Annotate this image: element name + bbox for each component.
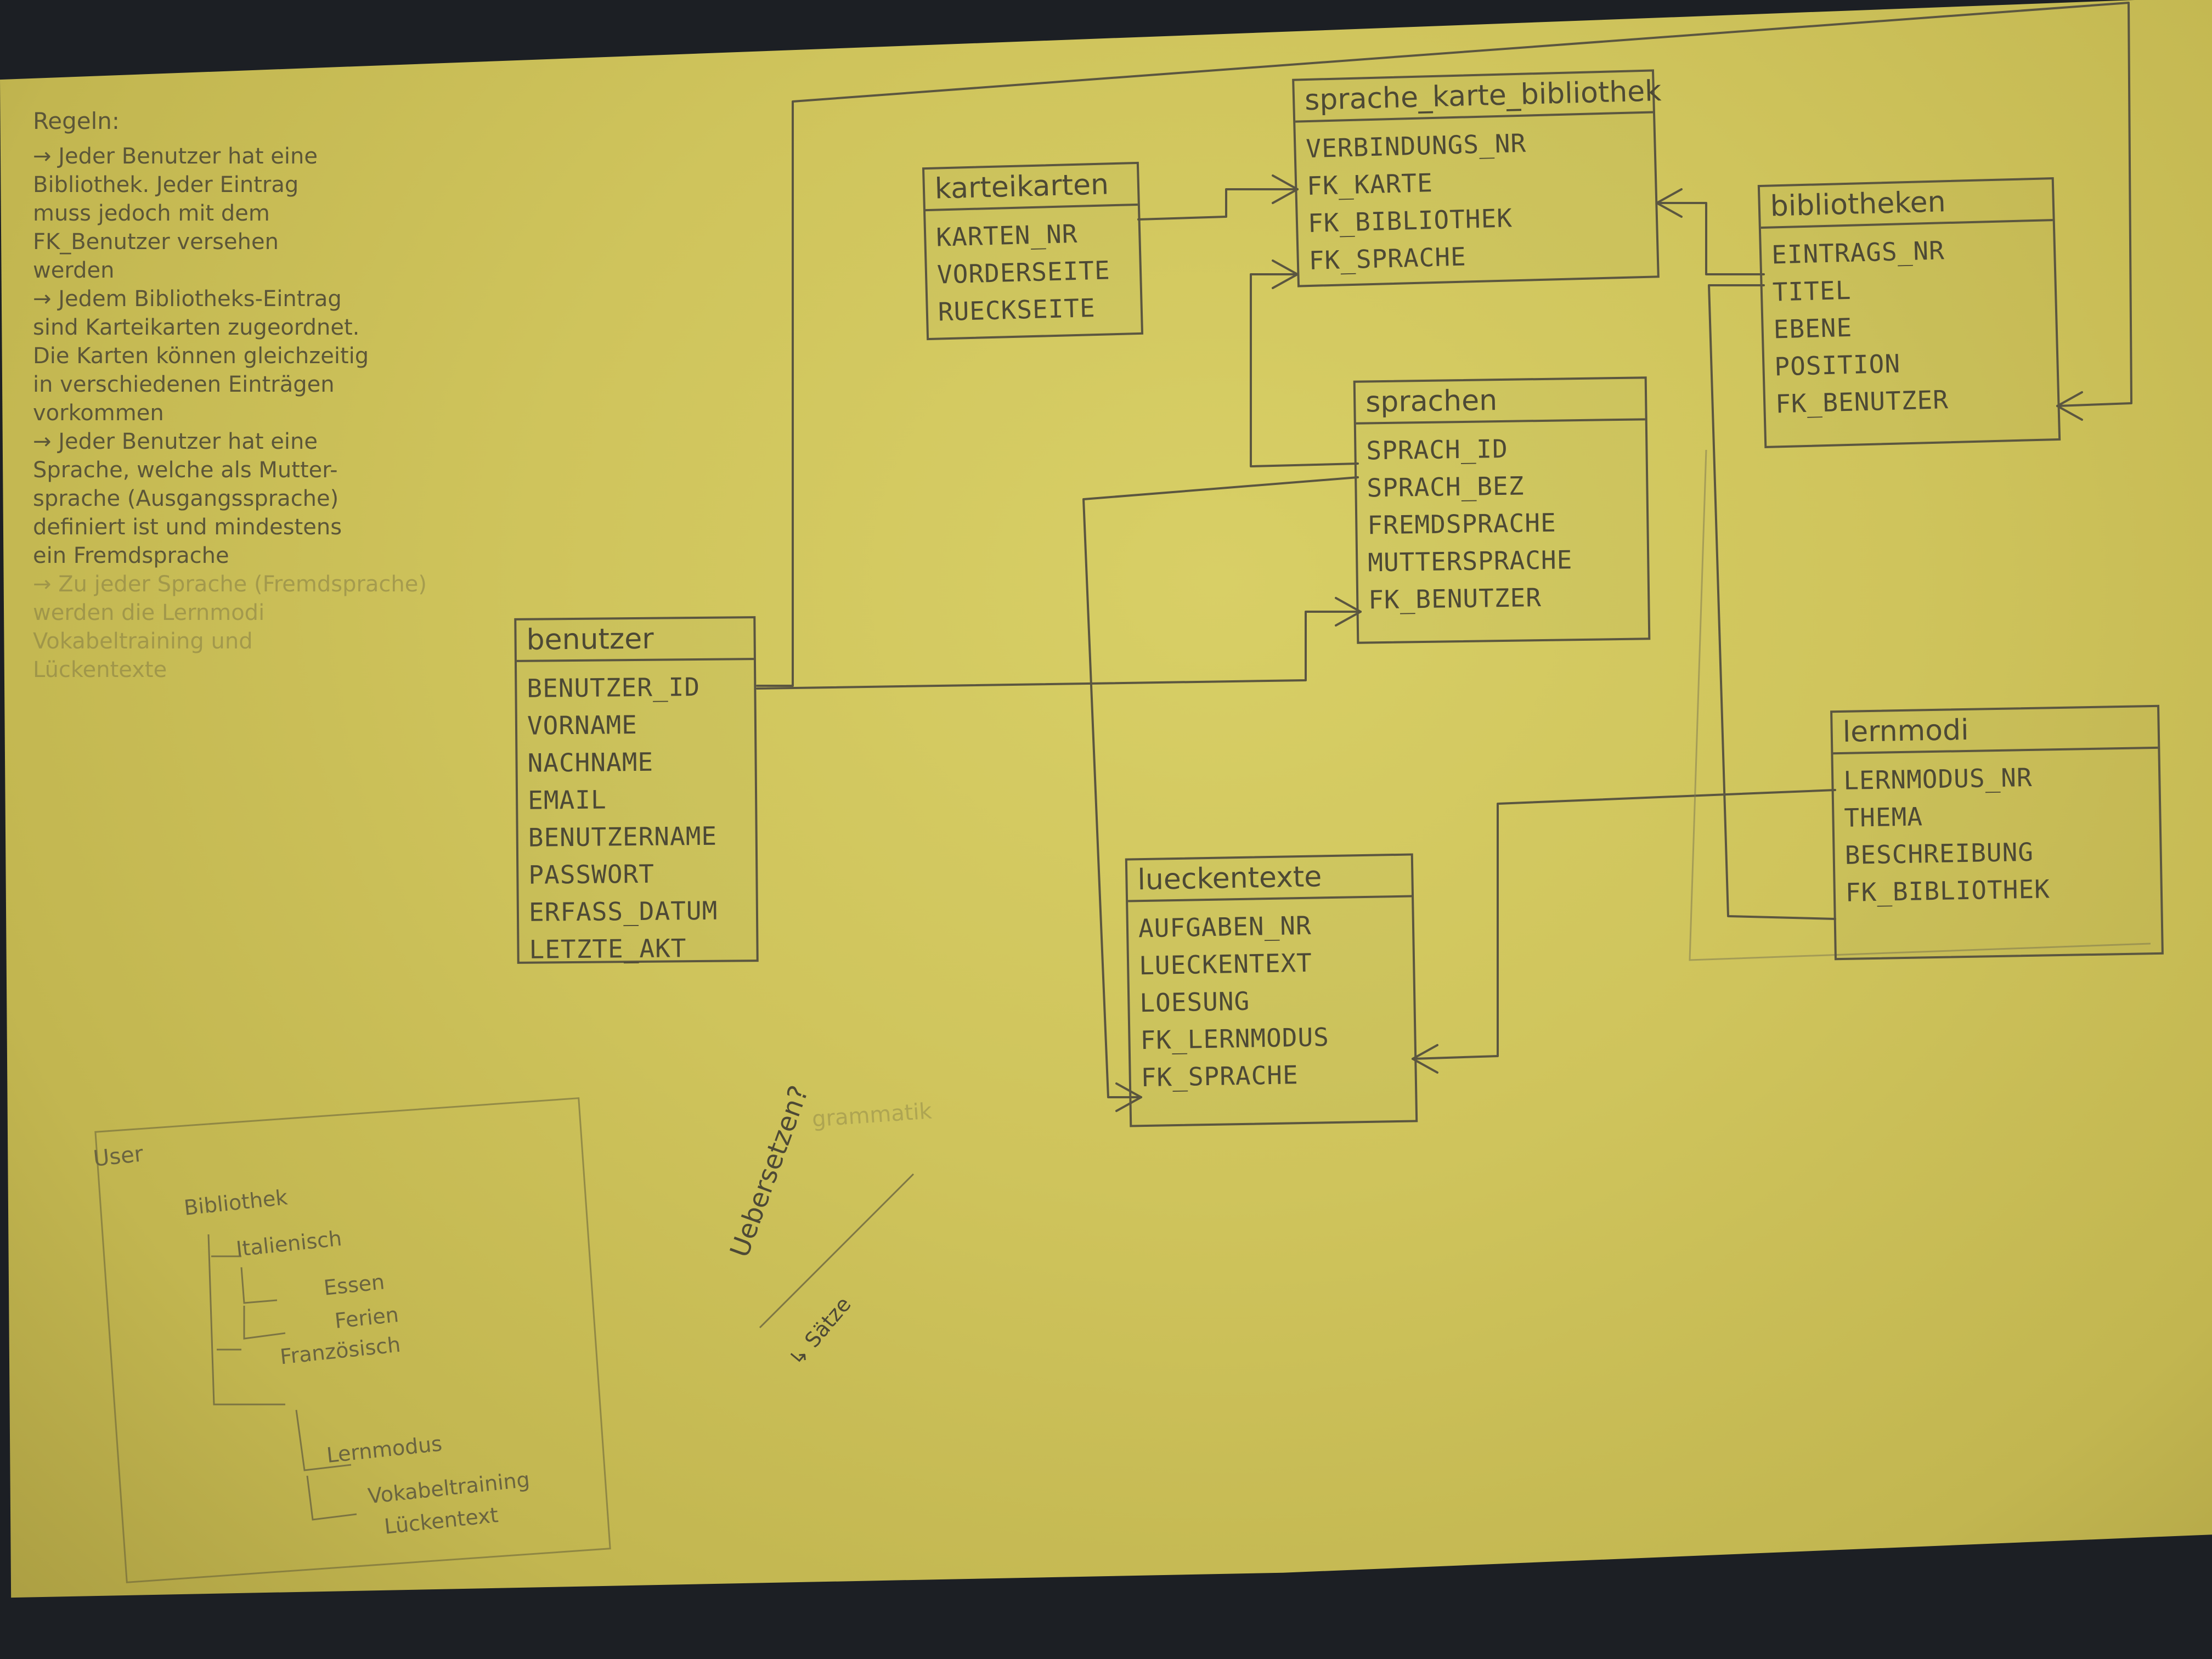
crowfoot-skb-fk-bibliothek (1656, 188, 1683, 218)
rel-skb-bibliotheken (1656, 202, 1765, 275)
crowfoot-sprachen-fk-benutzer (1335, 597, 1362, 627)
rel-bibliotheken-lernmodi (1708, 284, 1836, 920)
entity-title: bibliotheken (1759, 179, 2053, 229)
crowfoot-bibliotheken-fk-benutzer (2056, 391, 2083, 421)
crowfoot-skb-fk-karte (1272, 174, 1299, 204)
rule-line: Bibliothek. Jeder Eintrag (33, 172, 299, 198)
rule-line: Sprache, welche als Mutter- (33, 458, 338, 483)
entity-field: BENUTZER_ID (527, 672, 701, 703)
entity-benutzer: benutzer BENUTZER_ID VORNAME NACHNAME EM… (514, 616, 759, 964)
entity-field: VORNAME (527, 709, 638, 741)
entity-sprache-karte-bibliothek: sprache_karte_bibliothek VERBINDUNGS_NR … (1292, 69, 1662, 287)
rule-line-faded: → Zu jeder Sprache (Fremdsprache) (33, 572, 427, 597)
rule-line-faded: werden die Lernmodi (33, 600, 265, 625)
rel-sprachen-skb (1250, 273, 1359, 467)
rule-line: → Jeder Benutzer hat eine (33, 429, 318, 454)
entity-title: lueckentexte (1127, 855, 1412, 902)
entity-field: LUECKENTEXT (1138, 947, 1313, 981)
rule-line-faded: Vokabeltraining und (33, 629, 253, 654)
rel-benutzer-sprachen (756, 611, 1362, 690)
entity-field: KARTEN_NR (935, 218, 1079, 252)
rule-line: → Jeder Benutzer hat eine (33, 144, 318, 169)
entity-field: LETZTE_AKT (529, 933, 687, 964)
rel-lernmodi-lueckentexte (1412, 789, 1836, 1060)
entity-field: EBENE (1773, 312, 1853, 345)
rules-heading: Regeln: (33, 108, 120, 134)
entity-field: MUTTERSPRACHE (1367, 545, 1573, 578)
rule-line: Die Karten können gleichzeitig (33, 343, 369, 369)
entity-title: benutzer (516, 618, 754, 662)
entity-field: NACHNAME (527, 747, 654, 778)
entity-field: LERNMODUS_NR (1843, 762, 2033, 795)
entity-lueckentexte: lueckentexte AUFGABEN_NR LUECKENTEXT LOE… (1125, 853, 1418, 1127)
crowfoot-lueckentexte-fk-sprache (1115, 1082, 1142, 1112)
entity-field: PASSWORT (528, 859, 655, 890)
entity-field: FK_LERNMODUS (1140, 1022, 1330, 1056)
entity-field: FK_BENUTZER (1368, 583, 1542, 615)
entity-field: EINTRAGS_NR (1771, 235, 1945, 270)
rule-line: in verschiedenen Einträgen (33, 372, 335, 397)
sketch-user-label: User (92, 1141, 145, 1172)
rel-benutzer-bibliotheken (756, 2, 2132, 687)
entity-field: VORDERSEITE (936, 255, 1111, 290)
entity-lernmodi: lernmodi LERNMODUS_NR THEMA BESCHREIBUNG… (1830, 704, 2164, 961)
entity-field: BENUTZERNAME (528, 821, 718, 853)
entity-sprachen: sprachen SPRACH_ID SPRACH_BEZ FREMDSPRAC… (1353, 376, 1651, 644)
entity-title: lernmodi (1832, 707, 2158, 755)
crowfoot-skb-fk-sprache (1272, 259, 1299, 289)
rel-sprachen-lueckentexte (1082, 476, 1359, 1098)
entity-field: EMAIL (527, 785, 607, 815)
entity-bibliotheken: bibliotheken EINTRAGS_NR TITEL EBENE POS… (1757, 177, 2061, 448)
entity-field: BESCHREIBUNG (1844, 837, 2034, 870)
entity-field: RUECKSEITE (938, 293, 1096, 327)
entity-field: FREMDSPRACHE (1367, 507, 1557, 540)
rule-line: muss jedoch mit dem (33, 201, 270, 226)
rule-line: vorkommen (33, 400, 164, 426)
rule-line: ein Fremdsprache (33, 543, 229, 568)
rule-line: werden (33, 258, 115, 283)
entity-field: POSITION (1774, 348, 1901, 382)
entity-field: AUFGABEN_NR (1138, 910, 1312, 944)
entity-field: FK_BIBLIOTHEK (1845, 874, 2051, 907)
ghost-box-lernmodi (1689, 449, 2151, 961)
entity-karteikarten: karteikarten KARTEN_NR VORDERSEITE RUECK… (922, 161, 1144, 341)
entity-field: LOESUNG (1139, 986, 1250, 1018)
rule-line: sind Karteikarten zugeordnet. (33, 315, 360, 340)
rule-line: definiert ist und mindestens (33, 515, 342, 540)
crowfoot-lueckentexte-fk-lernmodus (1412, 1044, 1438, 1074)
entity-field: ERFASS_DATUM (528, 895, 718, 927)
entity-title: karteikarten (924, 163, 1138, 212)
entity-field: TITEL (1772, 275, 1852, 307)
rules-notes: Regeln: → Jeder Benutzer hat eine Biblio… (33, 107, 427, 684)
rule-line: FK_Benutzer versehen (33, 229, 279, 255)
rule-line-faded: Lückentexte (33, 657, 167, 682)
entity-field: FK_BENUTZER (1775, 385, 1949, 419)
sketch-tree-lines (207, 1234, 357, 1521)
entity-field: THEMA (1844, 802, 1923, 833)
side-note-underline (759, 1173, 915, 1329)
rule-line: → Jedem Bibliotheks-Eintrag (33, 286, 342, 312)
entity-field: SPRACH_ID (1366, 433, 1509, 466)
entity-title: sprachen (1355, 379, 1645, 425)
entity-field: FK_SPRACHE (1141, 1060, 1299, 1093)
entity-field: SPRACH_BEZ (1367, 471, 1525, 503)
rule-line: sprache (Ausgangssprache) (33, 486, 339, 511)
rel-karteikarten-skb (1137, 188, 1299, 221)
